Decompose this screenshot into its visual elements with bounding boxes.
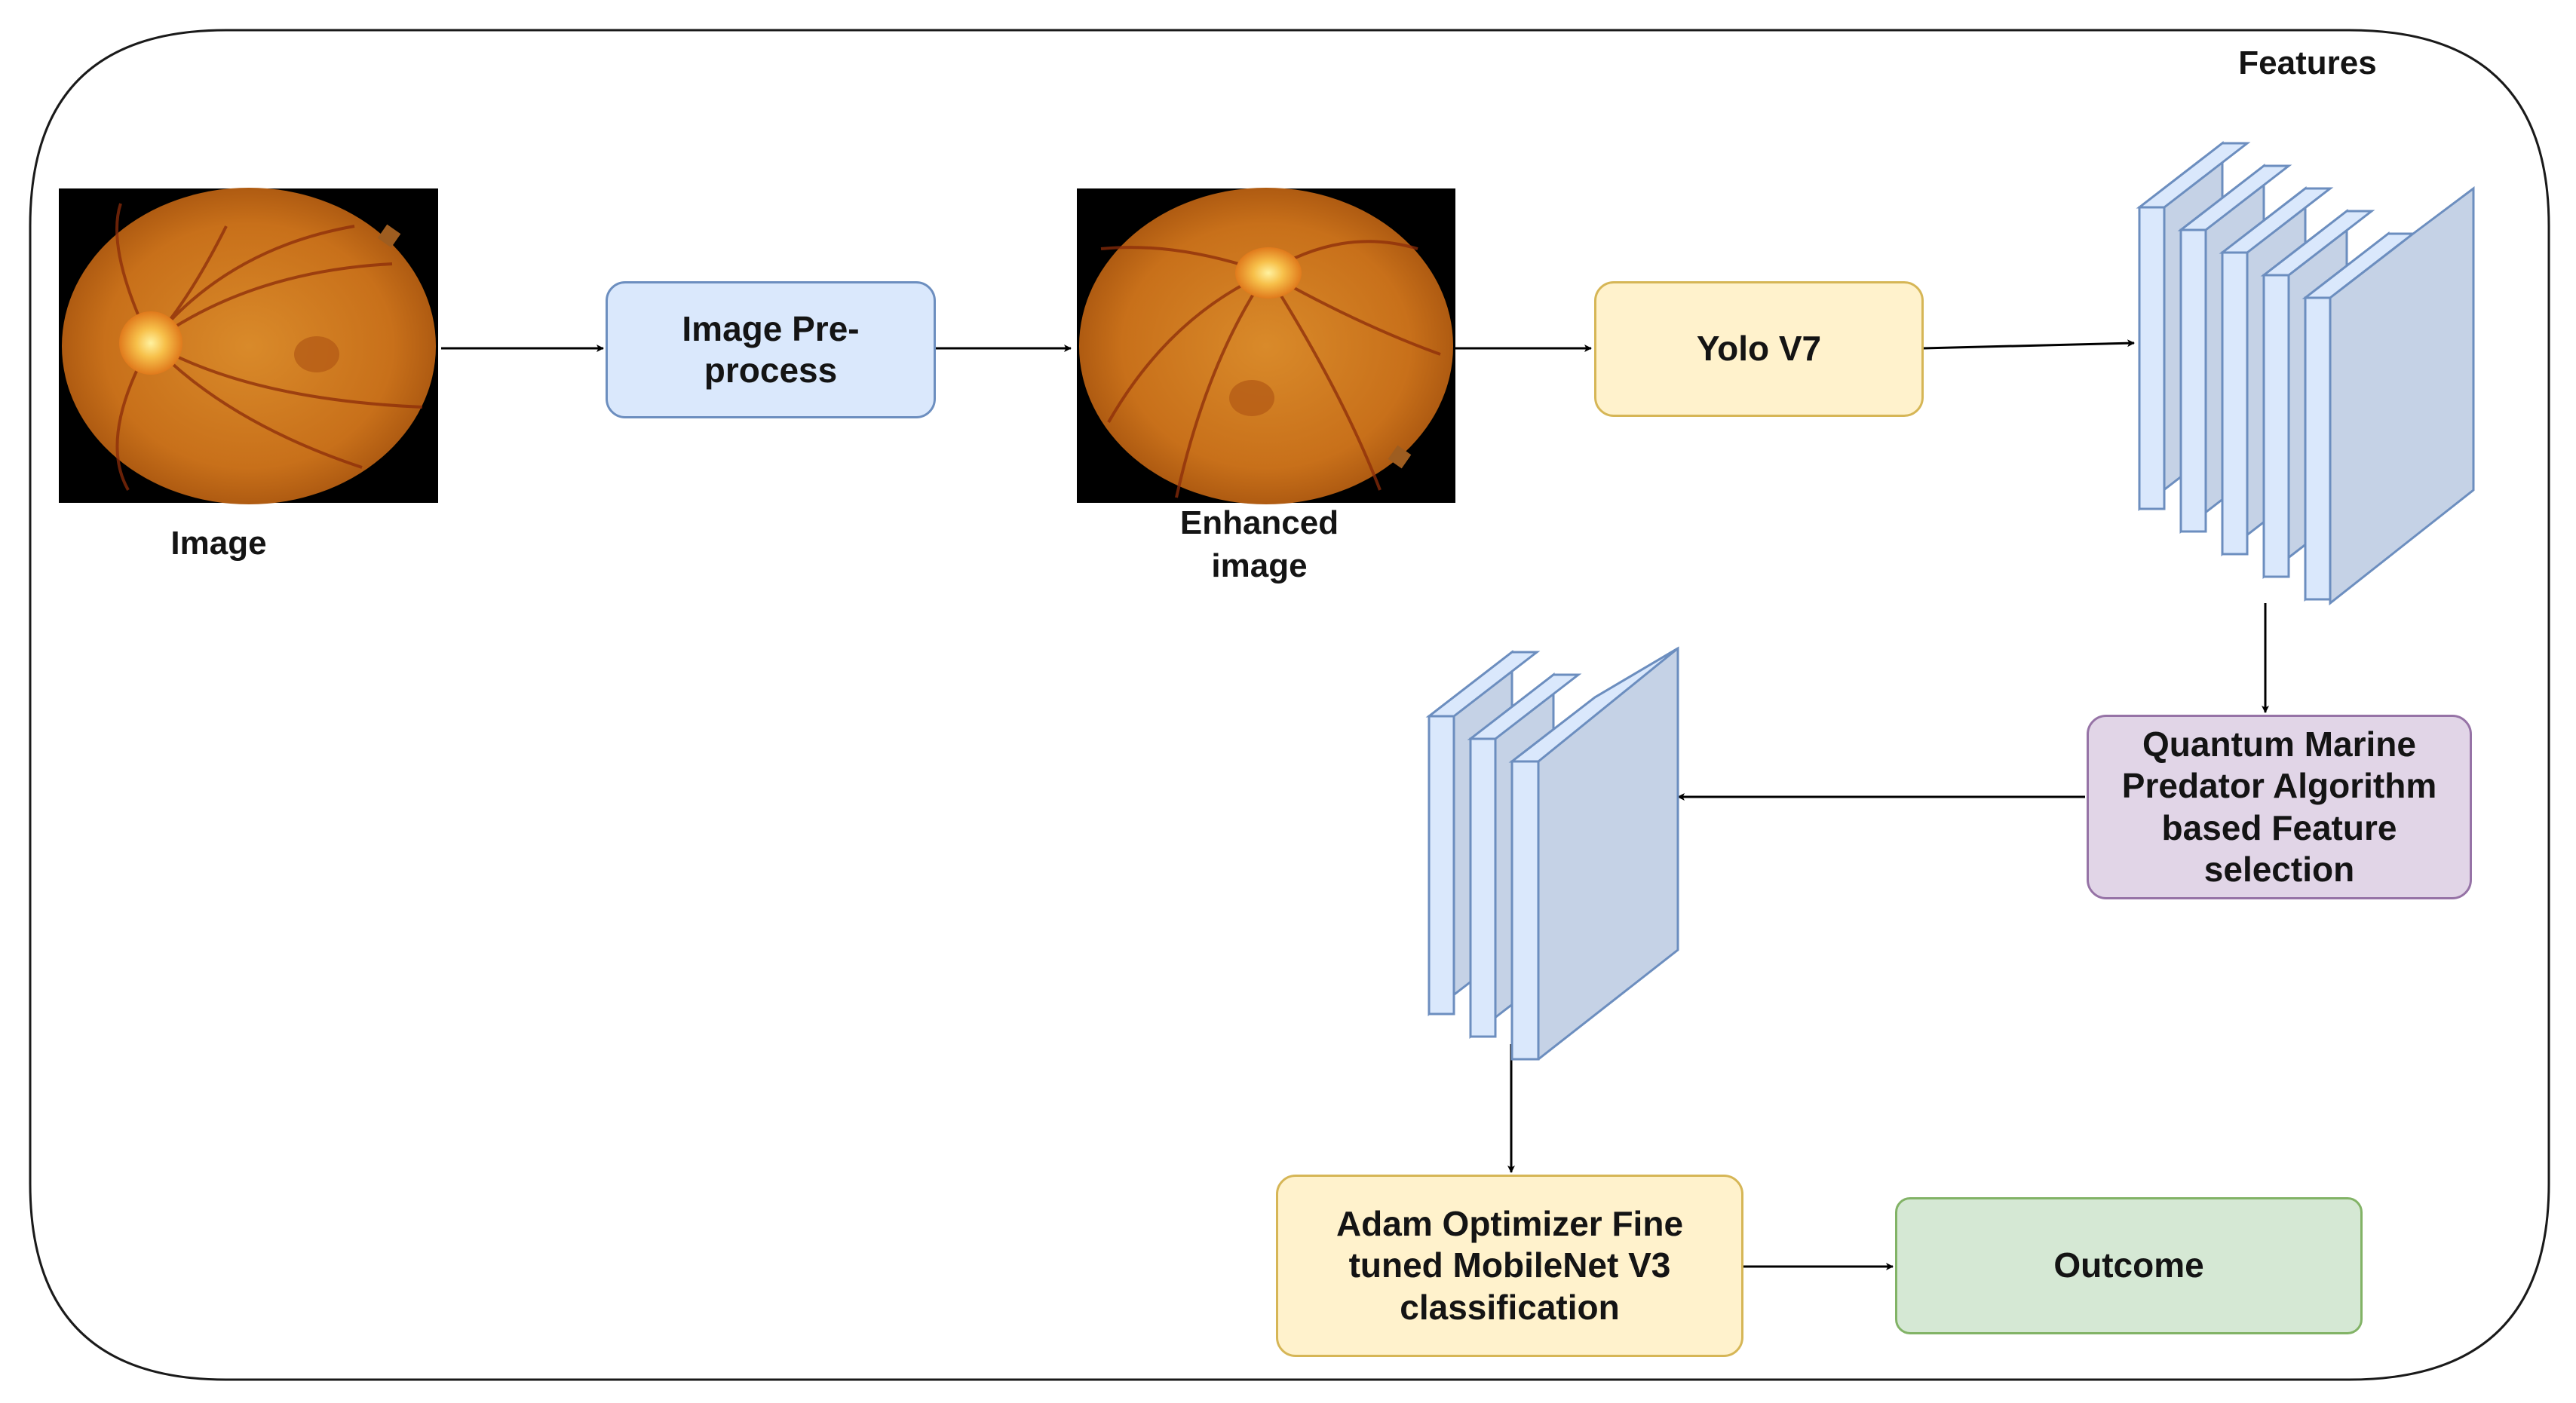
adam-box: Adam Optimizer Fine tuned MobileNet V3 c… [1276,1175,1743,1357]
feature-stack-large-icon [2136,140,2475,606]
preprocess-box: Image Pre- process [606,281,936,418]
features-label: Features [2238,44,2377,81]
arrow-yolo-to-features [1922,339,2135,350]
retina-image-icon [59,188,438,504]
outcome-box: Outcome [1895,1197,2363,1334]
image-label: Image [170,525,267,562]
qmpa-label: Quantum Marine Predator Algorithm based … [2121,724,2437,889]
enhanced-image-label: Enhanced image [1179,504,1339,585]
outcome-label: Outcome [2053,1245,2204,1285]
adam-label: Adam Optimizer Fine tuned MobileNet V3 c… [1336,1204,1684,1327]
enhanced-retina-image-icon [1077,188,1455,504]
preprocess-label: Image Pre- process [682,308,860,390]
qmpa-box: Quantum Marine Predator Algorithm based … [2087,715,2472,899]
feature-stack-small-icon [1425,646,1679,1061]
yolo-label: Yolo V7 [1696,329,1822,369]
yolo-box: Yolo V7 [1594,281,1924,417]
outer-frame [29,29,2550,1381]
